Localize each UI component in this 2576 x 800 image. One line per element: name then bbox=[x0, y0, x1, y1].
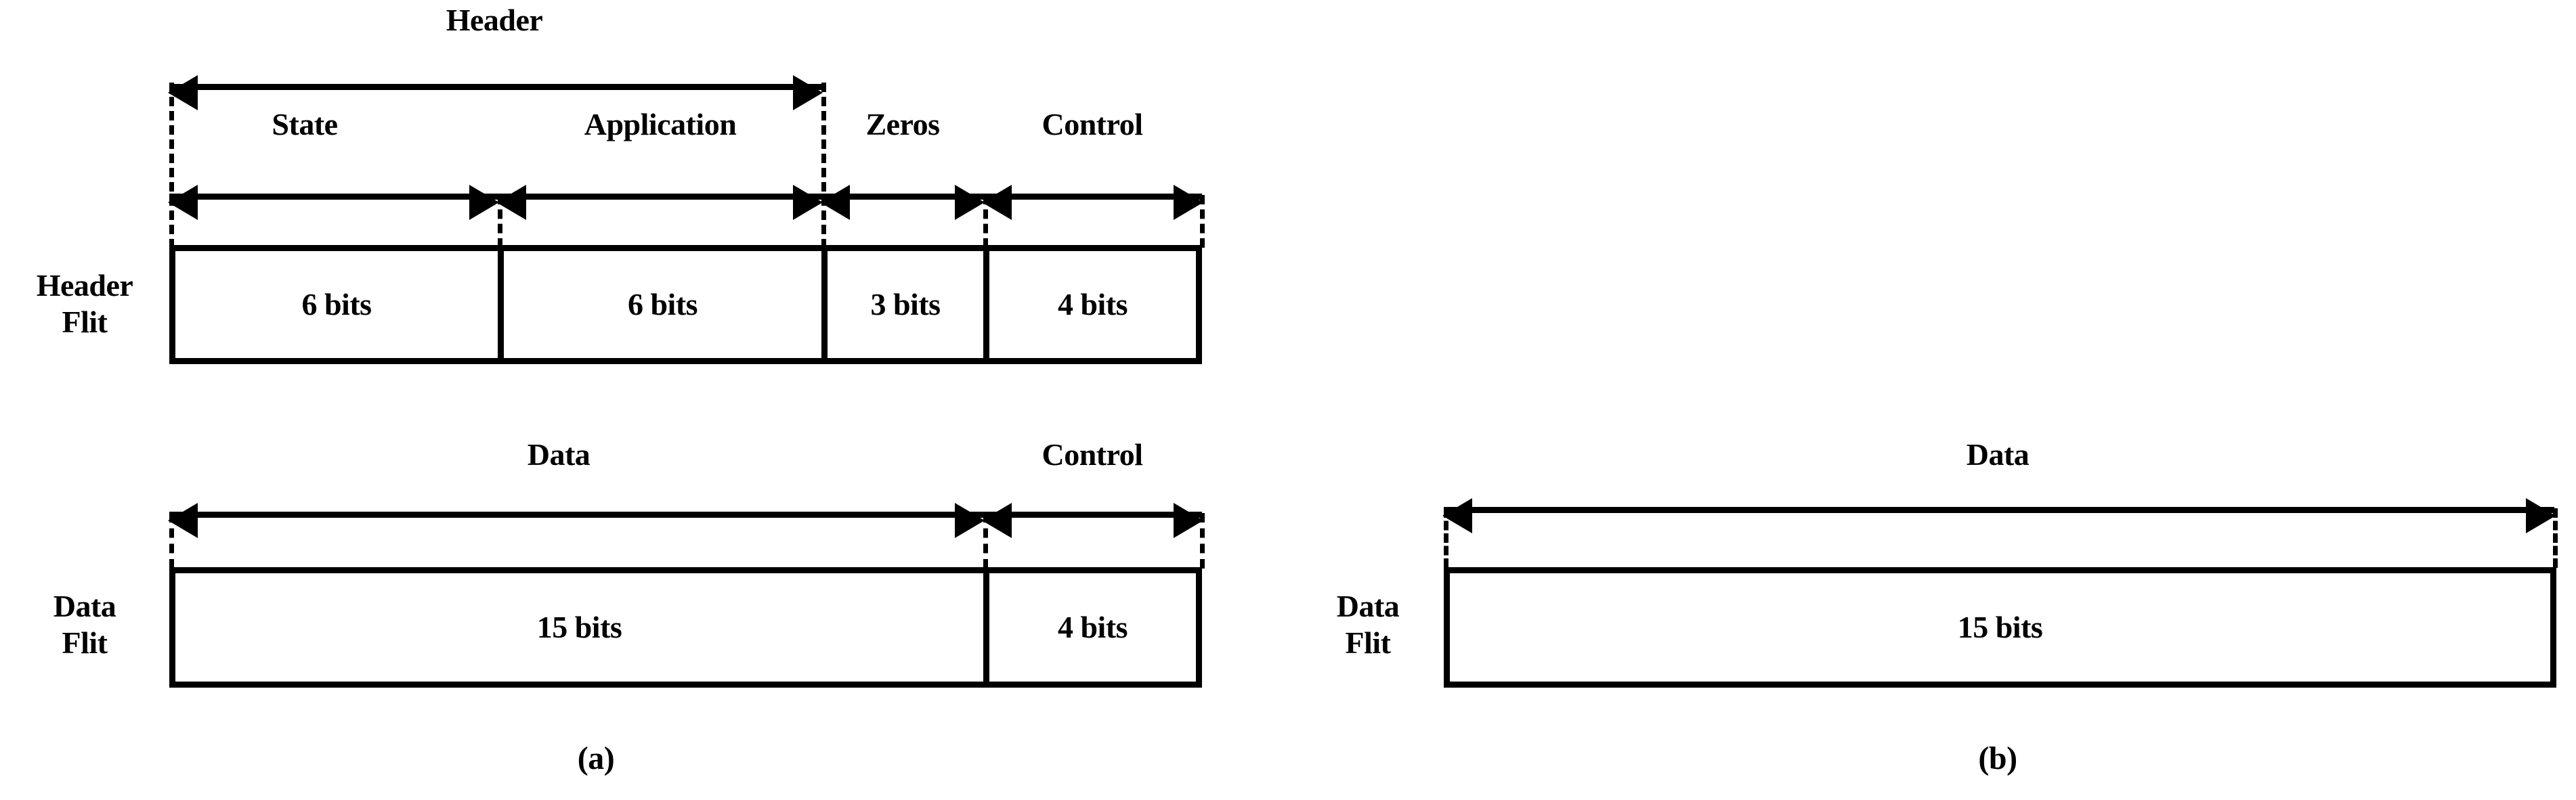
data-flit-cell-control-value: 4 bits bbox=[1057, 609, 1128, 644]
data-flit-box-b: 15 bits bbox=[1444, 567, 2556, 688]
field-label-application: Application bbox=[584, 107, 737, 141]
guide-dash-data-left bbox=[169, 513, 174, 569]
data-flit-cell-data: 15 bits bbox=[175, 573, 983, 682]
data-flit-side-label-line1: Data bbox=[53, 589, 116, 623]
header-flit-cell-control-value: 4 bits bbox=[1057, 286, 1128, 321]
panel-b-caption: (b) bbox=[1978, 740, 2017, 776]
guide-dash-header-d2 bbox=[821, 83, 826, 248]
header-flit-side-label-line1: Header bbox=[36, 268, 133, 303]
data-flit-side-label-b-line1: Data bbox=[1336, 589, 1400, 623]
guide-dash-data-right bbox=[1200, 513, 1205, 569]
field-arrow-control bbox=[982, 185, 1203, 220]
data-field-label-data-b: Data bbox=[1966, 437, 2030, 472]
data-field-label-data: Data bbox=[527, 437, 591, 472]
header-span-arrow bbox=[168, 75, 823, 110]
field-arrow-application bbox=[496, 185, 823, 220]
data-flit-cell-data-b-value: 15 bits bbox=[1957, 609, 2043, 644]
header-flit-side-label-line2: Flit bbox=[62, 305, 108, 339]
data-field-arrow-data-b bbox=[1442, 498, 2556, 533]
guide-dash-header-right bbox=[1200, 195, 1205, 248]
header-flit-cell-application-value: 6 bits bbox=[627, 286, 698, 321]
panel-a: Header State Application Zeros Control H… bbox=[0, 0, 1287, 800]
field-label-control: Control bbox=[1042, 107, 1144, 141]
data-flit-side-label-line2: Flit bbox=[62, 625, 108, 660]
header-flit-cell-zeros: 3 bits bbox=[821, 251, 983, 358]
data-flit-cell-data-b: 15 bits bbox=[1450, 573, 2550, 682]
guide-dash-data-b-right bbox=[2553, 508, 2558, 568]
field-label-zeros: Zeros bbox=[865, 107, 940, 141]
data-field-arrow-data bbox=[168, 503, 985, 538]
guide-dash-header-left bbox=[169, 83, 174, 248]
data-flit-cell-data-value: 15 bits bbox=[536, 609, 622, 644]
guide-dash-data-b-left bbox=[1444, 508, 1448, 568]
data-flit-side-label-b-line2: Flit bbox=[1345, 625, 1391, 660]
guide-dash-data-d1 bbox=[983, 513, 988, 569]
panel-a-caption: (a) bbox=[577, 740, 615, 776]
field-arrow-state bbox=[168, 185, 499, 220]
data-field-label-control: Control bbox=[1042, 437, 1144, 472]
header-flit-cell-application: 6 bits bbox=[498, 251, 821, 358]
guide-dash-header-d3 bbox=[983, 195, 988, 248]
header-flit-cell-control: 4 bits bbox=[983, 251, 1196, 358]
header-span-label: Header bbox=[446, 3, 543, 37]
field-label-state: State bbox=[272, 107, 338, 141]
field-arrow-zeros bbox=[820, 185, 985, 220]
data-flit-cell-control: 4 bits bbox=[983, 573, 1196, 682]
guide-dash-header-d1 bbox=[498, 195, 502, 248]
data-flit-box-a: 15 bits 4 bits bbox=[169, 567, 1202, 688]
header-flit-box: 6 bits 6 bits 3 bits 4 bits bbox=[169, 245, 1202, 364]
data-field-arrow-control bbox=[982, 503, 1203, 538]
panel-b: Data Data Flit 15 bits (b) bbox=[1287, 0, 2576, 800]
header-flit-cell-state: 6 bits bbox=[175, 251, 498, 358]
header-flit-cell-state-value: 6 bits bbox=[301, 286, 372, 321]
header-flit-cell-zeros-value: 3 bits bbox=[870, 286, 941, 321]
